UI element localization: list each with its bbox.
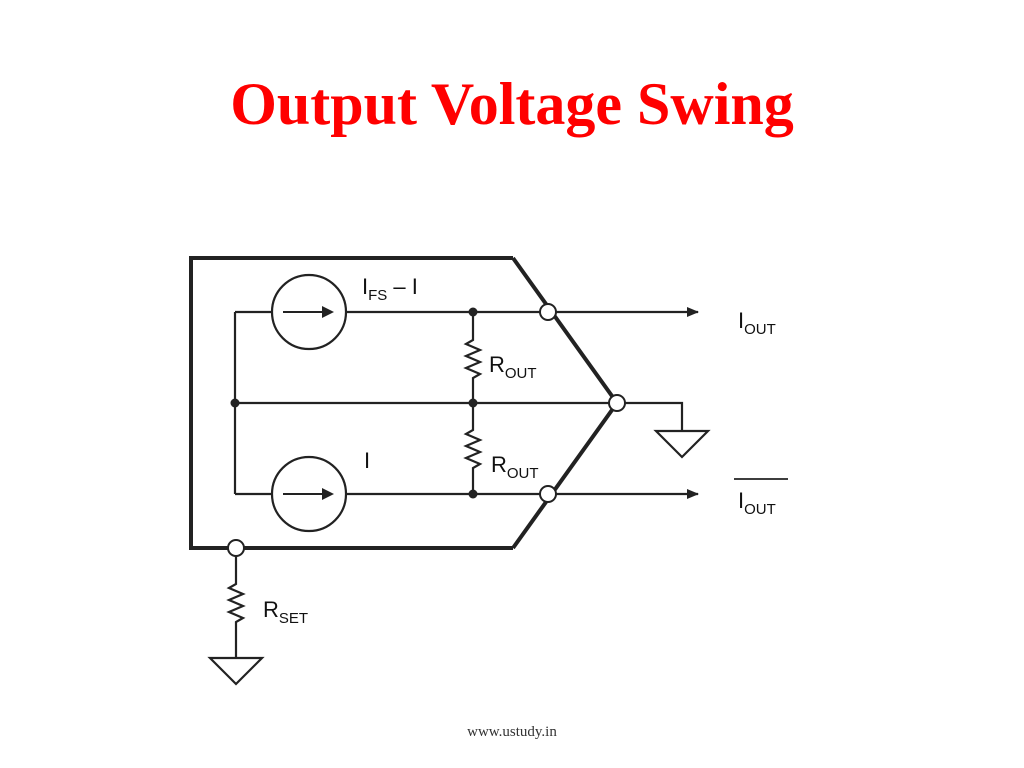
iout-sub: OUT bbox=[744, 321, 776, 338]
chip-outline bbox=[189, 256, 513, 550]
resistor-icon bbox=[226, 556, 246, 658]
rset-sub: SET bbox=[279, 610, 308, 627]
resistor-icon bbox=[463, 312, 483, 403]
terminal-icon bbox=[608, 394, 626, 412]
i-source-label: I bbox=[364, 448, 370, 473]
junction-dot bbox=[468, 489, 478, 499]
ifs-minus-i-label: IFS – I bbox=[362, 274, 418, 304]
terminal-icon bbox=[539, 303, 557, 321]
iout-bar-label: IOUT bbox=[738, 488, 776, 518]
rout-bottom-main: R bbox=[491, 452, 507, 477]
iout-label: IOUT bbox=[738, 308, 776, 338]
ground-wire bbox=[625, 401, 684, 431]
slide-title: Output Voltage Swing bbox=[230, 71, 794, 137]
iout-main: I bbox=[738, 308, 744, 333]
footer-url: www.ustudy.in bbox=[467, 724, 557, 740]
junction-dot bbox=[468, 398, 478, 408]
ifs-main: I bbox=[362, 274, 368, 299]
terminal-icon bbox=[539, 485, 557, 503]
rout-bottom-sub: OUT bbox=[507, 465, 539, 482]
iout-bar-main: I bbox=[738, 488, 744, 513]
current-source-icon bbox=[270, 455, 348, 533]
rout-top-label: ROUT bbox=[489, 352, 537, 382]
iout-bar-sub: OUT bbox=[744, 501, 776, 518]
ground-icon bbox=[207, 656, 265, 686]
rout-top-sub: OUT bbox=[505, 365, 537, 382]
current-source-icon bbox=[270, 273, 348, 351]
junction-dot bbox=[468, 307, 478, 317]
rset-main: R bbox=[263, 597, 279, 622]
ifs-rest: – I bbox=[387, 274, 418, 299]
rout-bottom-label: ROUT bbox=[491, 452, 539, 482]
circuit-diagram: IFS – I I ROUT ROUT IOUT IOUT RSET bbox=[189, 256, 788, 686]
ifs-sub: FS bbox=[368, 287, 387, 304]
rout-top-main: R bbox=[489, 352, 505, 377]
resistor-icon bbox=[463, 403, 483, 494]
ground-icon bbox=[653, 429, 711, 459]
terminal-icon bbox=[227, 539, 245, 557]
junction-dot bbox=[230, 398, 240, 408]
rset-label: RSET bbox=[263, 597, 308, 627]
